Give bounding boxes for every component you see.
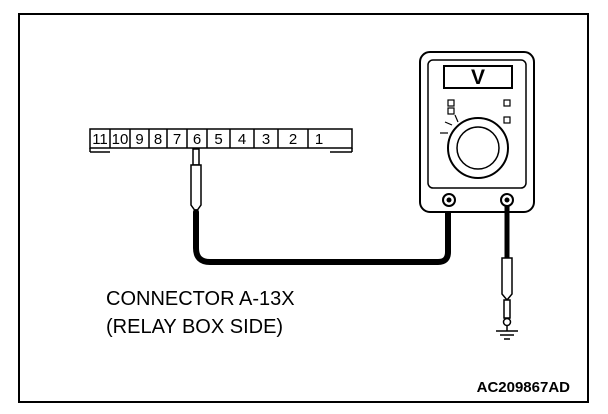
pin-label-4: 4 xyxy=(238,131,246,148)
pin-label-10: 10 xyxy=(112,131,129,148)
pin-dividers xyxy=(109,129,309,148)
pin-label-11: 11 xyxy=(92,131,108,148)
connector-label-line2: (RELAY BOX SIDE) xyxy=(106,316,283,338)
indicator-left xyxy=(447,99,455,107)
pin-label-3: 3 xyxy=(262,131,270,148)
pin-label-7: 7 xyxy=(173,131,181,148)
range-dial-icon xyxy=(440,114,509,179)
figure-frame xyxy=(18,13,589,403)
pin-label-6: 6 xyxy=(193,131,201,148)
com-jack-icon xyxy=(442,193,456,207)
pin-label-1: 1 xyxy=(315,131,323,148)
pin-label-8: 8 xyxy=(154,131,162,148)
pin-label-2: 2 xyxy=(289,131,297,148)
meter-display xyxy=(443,65,513,89)
figure-code: AC209867AD xyxy=(477,379,571,396)
pin-label-5: 5 xyxy=(214,131,222,148)
ground-icon xyxy=(496,326,518,340)
ground-lead xyxy=(501,206,513,327)
connector-body xyxy=(89,128,353,149)
test-lead xyxy=(193,197,451,265)
pin-label-9: 9 xyxy=(135,131,143,148)
indicator-right-bottom xyxy=(503,116,511,124)
connector-label-line1: CONNECTOR A-13X xyxy=(106,288,295,310)
voltmeter: V xyxy=(419,51,535,213)
indicator-right-top xyxy=(503,99,511,107)
meter-mode-label: V xyxy=(471,66,485,89)
test-probe xyxy=(190,148,202,214)
v-jack-icon xyxy=(500,193,514,207)
